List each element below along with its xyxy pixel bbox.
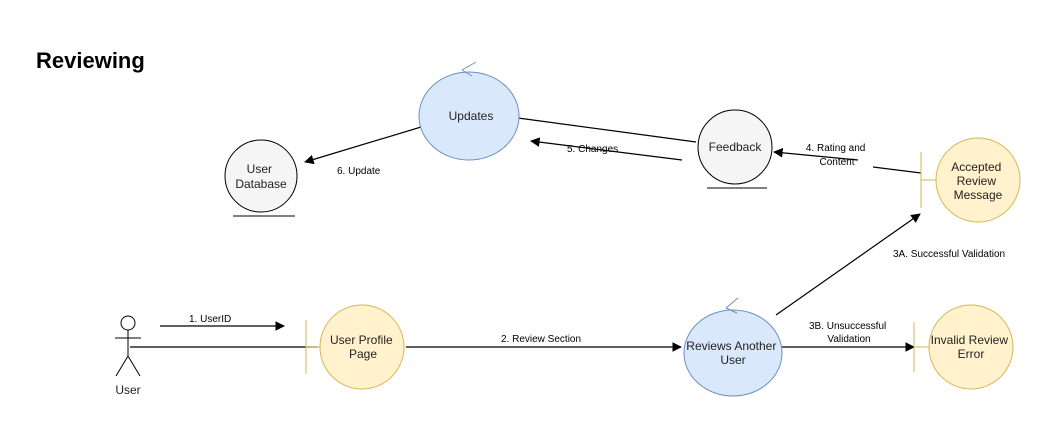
control-shape xyxy=(683,309,783,397)
node-feedback[interactable]: Feedback xyxy=(697,109,773,189)
edge-rating-line[interactable] xyxy=(872,166,922,174)
control-arrow-icon xyxy=(461,61,477,77)
node-user-profile-page[interactable]: User Profile Page xyxy=(305,304,405,390)
node-reviews-another-user[interactable]: Reviews Another User xyxy=(683,297,783,397)
node-reviews-label-line2: User xyxy=(720,353,745,367)
node-user-database[interactable]: User Database xyxy=(224,139,298,217)
node-profile-label-line1: User Profile xyxy=(330,333,393,347)
edge-rating-line-arrow[interactable] xyxy=(773,148,859,161)
node-feedback-label-line1: Feedback xyxy=(709,140,763,154)
node-accepted-label-line2: Review xyxy=(957,174,997,188)
entity-shape xyxy=(224,139,298,213)
node-invalid-label-line2: Error xyxy=(958,347,985,361)
edge-userid-label: 1. UserID xyxy=(189,314,231,325)
edge-update-label: 6. Update xyxy=(337,166,381,177)
node-feedback-label: Feedback xyxy=(709,140,763,154)
node-accepted-label-line1: Accepted xyxy=(951,160,1001,174)
diagram-title: Reviewing xyxy=(36,48,145,73)
node-invalid-review-error[interactable]: Invalid Review Error xyxy=(913,304,1014,390)
node-user-database-label-line1: User xyxy=(247,162,272,176)
edge-successful-validation-label: 3A. Successful Validation xyxy=(893,249,1005,260)
edge-changes-label: 5. Changes xyxy=(567,144,618,155)
edge-updates-feedback-line[interactable] xyxy=(517,117,697,143)
control-shape xyxy=(418,71,520,161)
node-accepted-label-line3: Message xyxy=(954,188,1003,202)
edge-changes-line[interactable] xyxy=(530,137,683,161)
node-accepted-review-message[interactable]: Accepted Review Message xyxy=(920,137,1021,223)
node-accepted-review-message-label: Accepted Review Message xyxy=(951,160,1004,202)
node-user-database-label: User Database xyxy=(235,162,287,191)
edge-rating-line1: 4. Rating and xyxy=(806,143,866,154)
edge-rating-line2: Content xyxy=(819,157,854,168)
node-reviews-label-line1: Reviews Another xyxy=(686,339,776,353)
edge-unsuccessful-line2: Validation xyxy=(827,334,870,345)
edge-successful-line[interactable] xyxy=(775,213,921,316)
node-updates-label-line1: Updates xyxy=(449,109,494,123)
control-arrow-icon xyxy=(725,297,739,314)
node-updates-label: Updates xyxy=(449,109,494,123)
stick-figure-icon xyxy=(115,315,141,377)
actor-user[interactable]: User xyxy=(115,315,141,397)
node-updates[interactable]: Updates xyxy=(418,61,520,161)
node-invalid-label-line1: Invalid Review xyxy=(931,333,1009,347)
entity-shape xyxy=(697,109,773,185)
edge-review-section-label: 2. Review Section xyxy=(501,334,581,345)
edge-unsuccessful-line1: 3B. Unsuccessful xyxy=(809,321,886,332)
edge-labels: 1. UserID 2. Review Section 3A. Successf… xyxy=(189,143,1005,345)
node-invalid-review-error-label: Invalid Review Error xyxy=(931,333,1012,361)
edge-unsuccessful-validation-label: 3B. Unsuccessful Validation xyxy=(809,321,889,345)
node-user-profile-page-label: User Profile Page xyxy=(330,333,396,361)
node-user-database-label-line2: Database xyxy=(235,177,287,191)
node-reviews-another-user-label: Reviews Another User xyxy=(686,339,779,367)
actor-user-label: User xyxy=(115,383,140,397)
connections xyxy=(130,117,922,352)
edge-rating-and-content-label: 4. Rating and Content xyxy=(806,143,868,168)
node-profile-label-line2: Page xyxy=(349,347,377,361)
edge-update-line[interactable] xyxy=(304,126,422,165)
